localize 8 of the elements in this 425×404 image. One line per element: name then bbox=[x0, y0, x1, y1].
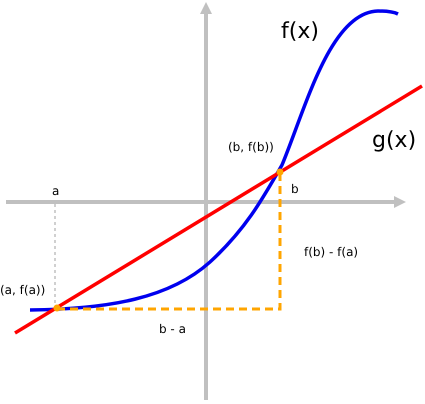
point-label: (a, f(a)) bbox=[0, 283, 46, 298]
function-label: f(x) bbox=[281, 18, 319, 46]
axis-point-label: a bbox=[52, 184, 60, 199]
difference-label: b - a bbox=[159, 322, 186, 337]
difference-label: f(b) - f(a) bbox=[304, 245, 358, 260]
function-label: g(x) bbox=[372, 127, 416, 154]
axis-point-label: b bbox=[291, 182, 299, 197]
point-label: (b, f(b)) bbox=[228, 140, 274, 155]
